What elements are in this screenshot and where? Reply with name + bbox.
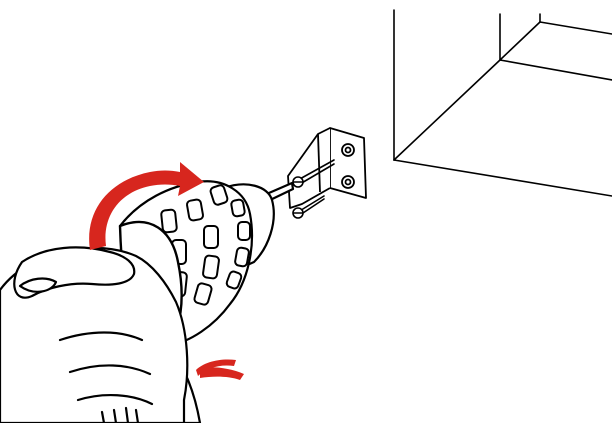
cabinet-icon <box>394 10 612 196</box>
hand-icon <box>0 247 187 423</box>
